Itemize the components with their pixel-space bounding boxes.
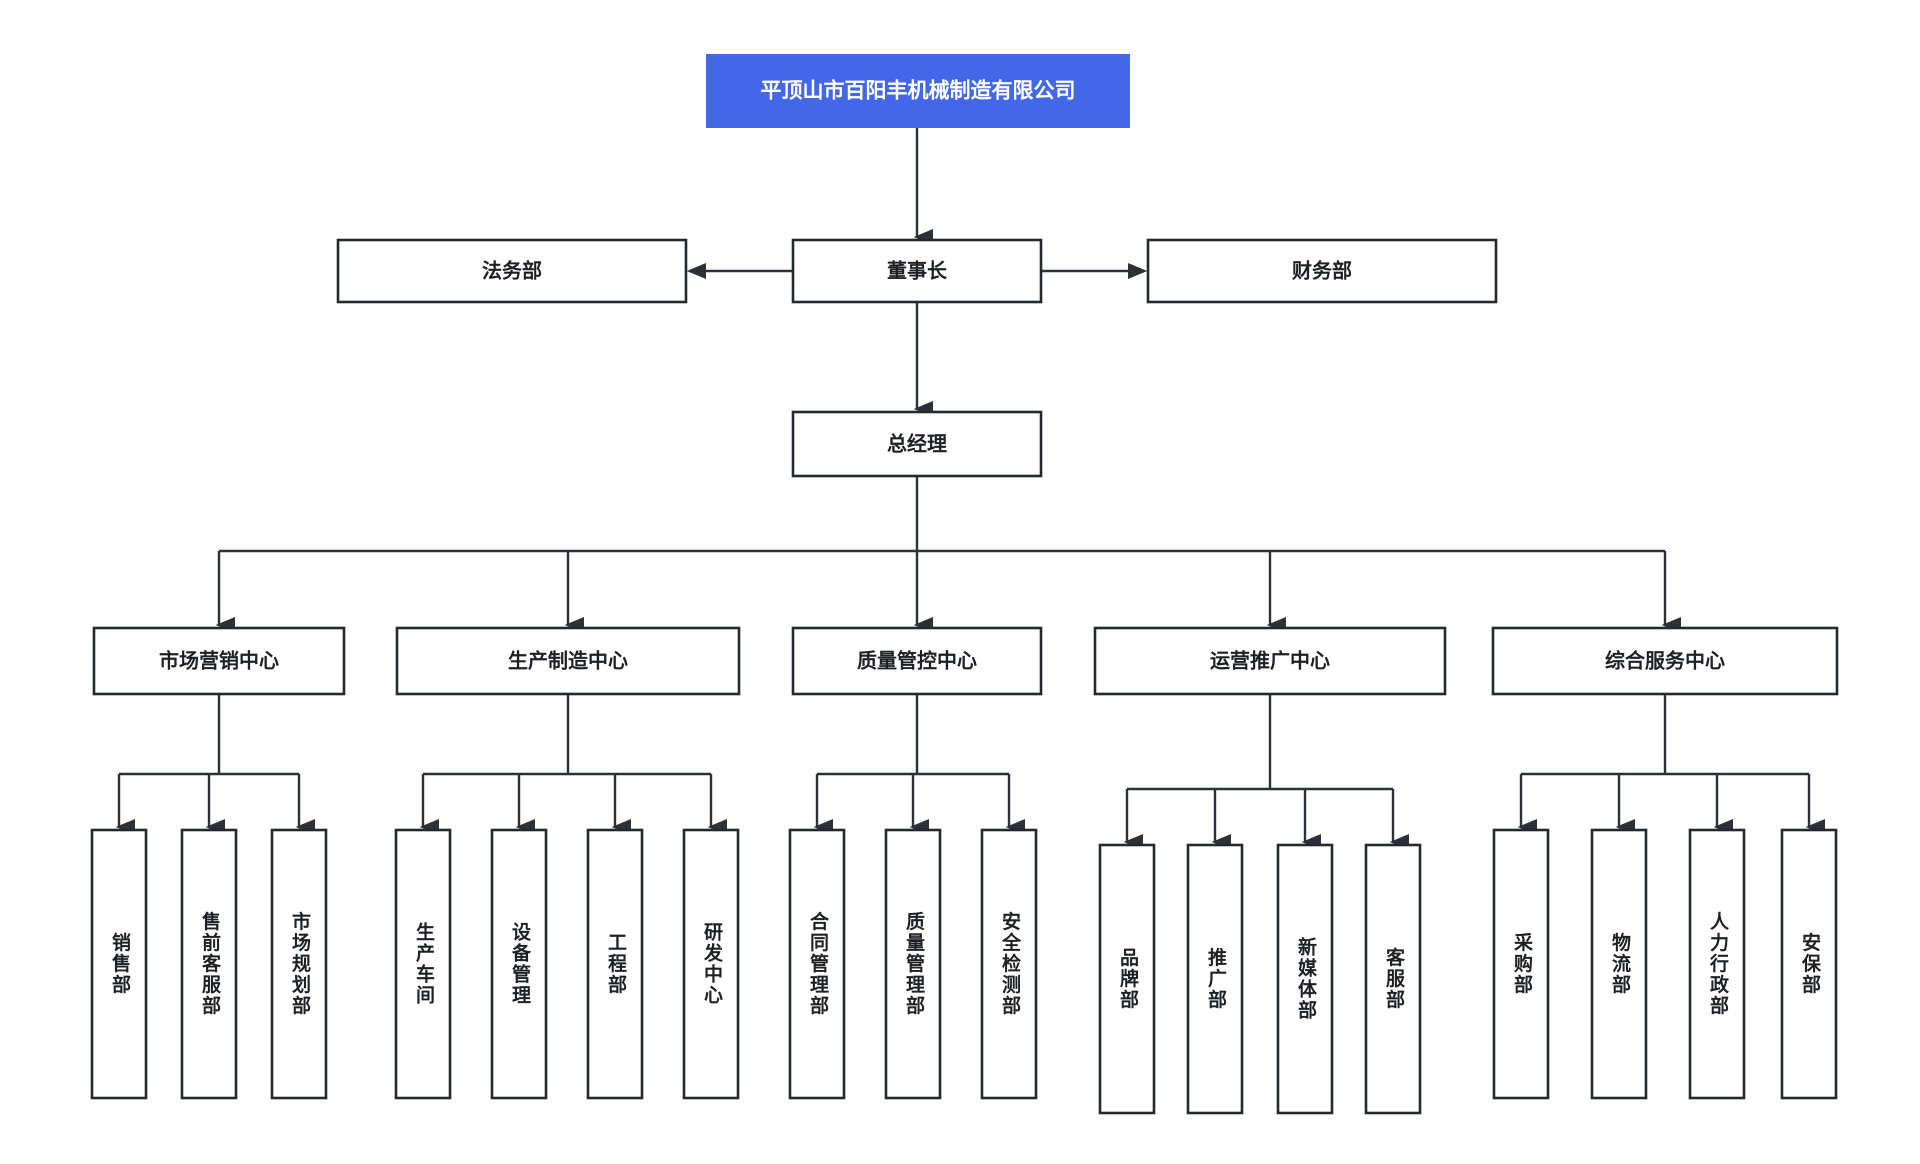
dept-0-0-label: 销售部 (109, 931, 132, 995)
center-4-box[interactable] (1491, 626, 1839, 696)
dept-1-3-box[interactable] (682, 828, 740, 1100)
dept-2-1-label: 质量管理部 (903, 911, 925, 1016)
finance-dept-label: 财务部 (1292, 258, 1352, 282)
center-0-box[interactable] (92, 626, 346, 696)
dept-4-0-box[interactable] (1492, 828, 1550, 1100)
dept-4-2-box[interactable] (1688, 828, 1746, 1100)
general-manager-box[interactable] (791, 410, 1043, 478)
dept-3-0-box[interactable] (1098, 843, 1156, 1115)
center-3-box[interactable] (1093, 626, 1447, 696)
dept-1-2-label: 工程部 (605, 933, 627, 996)
dept-4-0-label: 采购部 (1511, 932, 1533, 995)
dept-0-1-box[interactable] (180, 828, 238, 1100)
center-2-label: 质量管控中心 (857, 648, 977, 672)
dept-1-1-box[interactable] (490, 828, 548, 1100)
dept-3-0-label: 品牌部 (1117, 947, 1139, 1010)
legal-dept-box[interactable] (336, 238, 688, 304)
dept-1-2-box[interactable] (586, 828, 644, 1100)
legal-dept-label: 法务部 (482, 258, 542, 282)
node-boxes: 平顶山市百阳丰机械制造有限公司董事长法务部财务部总经理市场营销中心生产制造中心质… (90, 54, 1839, 1115)
dept-2-2-label: 安全检测部 (999, 910, 1022, 1016)
dept-2-1-box[interactable] (884, 828, 942, 1100)
root-company-box[interactable] (706, 54, 1130, 128)
dept-0-0-box[interactable] (90, 828, 148, 1100)
dept-0-2-label: 市场规划部 (289, 910, 311, 1016)
dept-0-1-label: 售前客服部 (199, 910, 222, 1016)
dept-4-1-label: 物流部 (1609, 931, 1631, 995)
dept-2-0-box[interactable] (788, 828, 846, 1100)
dept-1-0-box[interactable] (394, 828, 452, 1100)
dept-2-2-box[interactable] (980, 828, 1038, 1100)
center-4-label: 综合服务中心 (1605, 648, 1725, 672)
dept-4-2-label: 人力行政部 (1707, 911, 1730, 1016)
dept-3-2-box[interactable] (1276, 843, 1334, 1115)
chairman-label: 董事长 (887, 258, 948, 282)
chairman-box[interactable] (791, 238, 1043, 304)
connector-lines (115, 128, 1825, 850)
dept-4-3-box[interactable] (1780, 828, 1838, 1100)
dept-1-1-label: 设备管理 (509, 922, 532, 1006)
dept-4-1-box[interactable] (1590, 828, 1648, 1100)
dept-3-1-box[interactable] (1186, 843, 1244, 1115)
center-0-label: 市场营销中心 (159, 648, 279, 672)
center-3-label: 运营推广中心 (1210, 648, 1330, 672)
center-1-label: 生产制造中心 (508, 648, 628, 672)
center-2-box[interactable] (791, 626, 1043, 696)
dept-3-2-label: 新媒体部 (1295, 936, 1317, 1021)
dept-3-1-label: 推广部 (1205, 946, 1227, 1010)
dept-0-2-box[interactable] (270, 828, 328, 1100)
center-1-box[interactable] (395, 626, 741, 696)
general-manager-label: 总经理 (887, 431, 947, 455)
dept-2-0-label: 合同管理部 (807, 910, 829, 1016)
dept-1-0-label: 生产车间 (413, 921, 435, 1006)
finance-dept-box[interactable] (1146, 238, 1498, 304)
root-company-label: 平顶山市百阳丰机械制造有限公司 (761, 79, 1076, 103)
dept-1-3-label: 研发中心 (701, 922, 724, 1006)
dept-3-3-box[interactable] (1364, 843, 1422, 1115)
dept-4-3-label: 安保部 (1799, 931, 1822, 995)
dept-3-3-label: 客服部 (1383, 946, 1405, 1010)
